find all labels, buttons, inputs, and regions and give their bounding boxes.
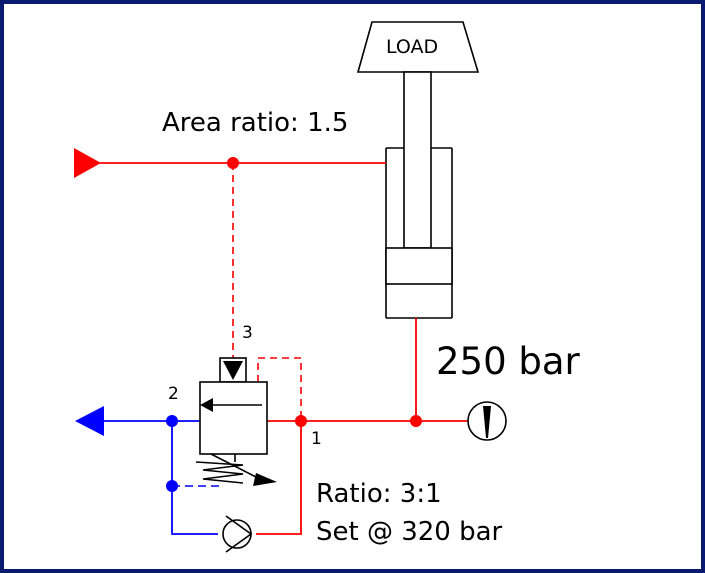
internal-pilot-line: [257, 357, 302, 421]
load-label: LOAD: [386, 36, 439, 58]
pilot-lines: [232, 163, 302, 421]
pilot-ratio-label: Ratio: 3:1: [316, 479, 442, 509]
pressure-reading-label: 250 bar: [436, 340, 580, 383]
junction-dot: [227, 157, 239, 169]
area-ratio-label: Area ratio: 1.5: [162, 108, 349, 138]
junction-dot: [166, 480, 178, 492]
check-valve-red-line: [256, 421, 302, 535]
check-valve-blue-line: [171, 421, 218, 535]
counterbalance-valve: [195, 357, 277, 486]
port-2-label: 2: [168, 384, 179, 404]
hydraulic-cylinder: [385, 147, 453, 319]
flow-arrow-icon: [200, 398, 213, 412]
junction-dot: [295, 415, 307, 427]
valve-body: [199, 381, 268, 455]
cylinder-piston: [385, 247, 453, 285]
spring-icon: [195, 461, 244, 484]
pilot-arrow-icon: [223, 361, 243, 380]
return-arrow-icon: [75, 406, 104, 436]
port-1-label: 1: [311, 429, 322, 449]
cylinder-rod: [403, 71, 432, 249]
supply-arrow-icon: [74, 148, 101, 178]
return-lines: [104, 420, 218, 535]
load-block: [356, 21, 480, 73]
junction-dot: [166, 415, 178, 427]
adjustment-arrow-icon: [253, 473, 277, 486]
pressure-gauge-icon: [467, 401, 507, 441]
setting-label: Set @ 320 bar: [316, 517, 503, 547]
port-3-label: 3: [242, 323, 253, 343]
check-valve: [222, 515, 253, 553]
adjustment-line: [210, 453, 259, 479]
junction-dot: [410, 415, 422, 427]
